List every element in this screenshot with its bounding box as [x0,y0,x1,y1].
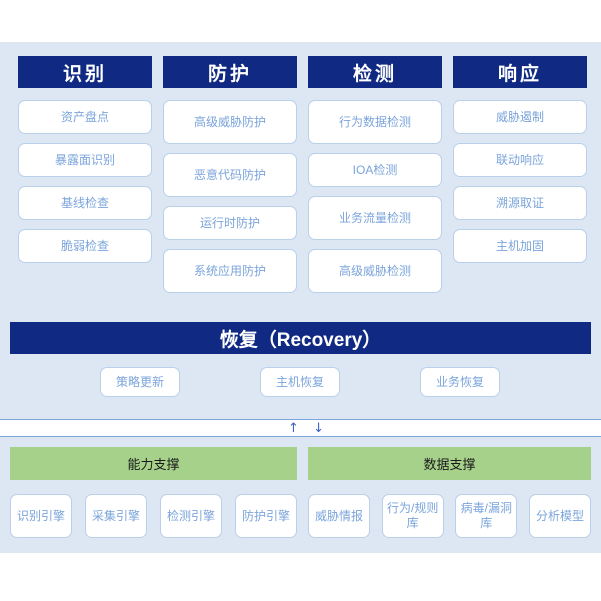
capability-chip[interactable]: 业务流量检测 [308,196,442,240]
data-source-chip[interactable]: 分析模型 [528,494,591,538]
support-chip-row: 识别引擎 采集引擎 检测引擎 防护引擎 威胁情报 行为/规则库 病毒/漏洞库 分… [10,494,591,538]
column-protect: 防护 高级威胁防护 恶意代码防护 运行时防护 系统应用防护 [163,56,297,302]
capability-chip[interactable]: 溯源取证 [453,186,587,220]
data-source-group: 威胁情报 行为/规则库 病毒/漏洞库 分析模型 [308,494,591,538]
support-header-row: 能力支撑 数据支撑 [10,447,591,480]
column-detect: 检测 行为数据检测 IOA检测 业务流量检测 高级威胁检测 [308,56,442,302]
column-respond: 响应 威胁遏制 联动响应 溯源取证 主机加固 [453,56,587,302]
capability-chip[interactable]: 行为数据检测 [308,100,442,144]
column-header-identify: 识别 [18,56,152,88]
capability-chip[interactable]: 暴露面识别 [18,143,152,177]
capability-chip[interactable]: 主机加固 [453,229,587,263]
column-header-detect: 检测 [308,56,442,88]
engine-chip[interactable]: 防护引擎 [235,494,297,538]
capability-chip[interactable]: 基线检查 [18,186,152,220]
bidirectional-arrows: ↑ ↓ [288,419,324,437]
data-source-chip[interactable]: 威胁情报 [308,494,370,538]
arrow-down-icon: ↓ [313,420,324,436]
column-header-respond: 响应 [453,56,587,88]
capability-chip[interactable]: 系统应用防护 [163,249,297,293]
capability-chip[interactable]: IOA检测 [308,153,442,187]
support-header-capability: 能力支撑 [10,447,297,480]
data-source-chip[interactable]: 病毒/漏洞库 [455,494,518,538]
capability-chip[interactable]: 资产盘点 [18,100,152,134]
capability-chip[interactable]: 联动响应 [453,143,587,177]
capability-chip[interactable]: 运行时防护 [163,206,297,240]
engine-chip[interactable]: 采集引擎 [85,494,147,538]
engine-chip[interactable]: 识别引擎 [10,494,72,538]
arrow-up-icon: ↑ [288,420,299,436]
capability-chip[interactable]: 高级威胁防护 [163,100,297,144]
recovery-chip-row: 策略更新 主机恢复 业务恢复 [100,367,500,397]
data-source-chip[interactable]: 行为/规则库 [381,494,444,538]
support-header-data: 数据支撑 [308,447,591,480]
capability-chip[interactable]: 恶意代码防护 [163,153,297,197]
function-columns: 识别 资产盘点 暴露面识别 基线检查 脆弱检查 防护 高级威胁防护 恶意代码防护… [18,56,587,302]
capability-chip[interactable]: 脆弱检查 [18,229,152,263]
column-identify: 识别 资产盘点 暴露面识别 基线检查 脆弱检查 [18,56,152,302]
capability-engine-group: 识别引擎 采集引擎 检测引擎 防护引擎 [10,494,297,538]
capability-chip[interactable]: 高级威胁检测 [308,249,442,293]
recovery-header: 恢复（Recovery） [10,322,591,354]
recovery-chip[interactable]: 主机恢复 [260,367,340,397]
engine-chip[interactable]: 检测引擎 [160,494,222,538]
recovery-chip[interactable]: 业务恢复 [420,367,500,397]
column-header-protect: 防护 [163,56,297,88]
recovery-chip[interactable]: 策略更新 [100,367,180,397]
capability-chip[interactable]: 威胁遏制 [453,100,587,134]
section-divider [0,419,601,437]
